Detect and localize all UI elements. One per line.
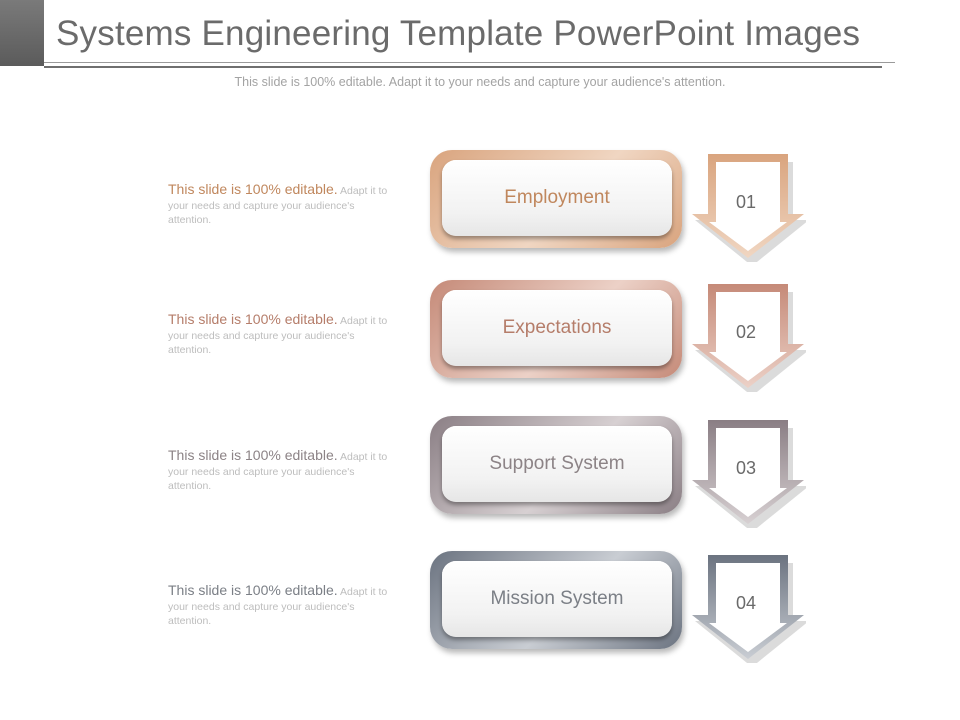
step-number: 01 <box>735 192 757 212</box>
step-row-1: This slide is 100% editable. Adapt it to… <box>0 150 960 262</box>
step-label-box: Expectations <box>442 290 672 366</box>
step-description-lead: This slide is 100% editable. <box>168 447 338 463</box>
step-description: This slide is 100% editable. Adapt it to… <box>168 448 400 494</box>
slide-subtitle: This slide is 100% editable. Adapt it to… <box>234 75 726 89</box>
title-rule-thick <box>44 66 882 68</box>
step-description-rest: Adapt it to your needs and capture your … <box>168 185 388 226</box>
title-rule-thin <box>44 62 895 63</box>
step-description-lead: This slide is 100% editable. <box>168 181 338 197</box>
step-description-lead: This slide is 100% editable. <box>168 311 338 327</box>
step-number: 03 <box>735 458 757 478</box>
step-label: Mission System <box>490 588 624 609</box>
step-description-lead: This slide is 100% editable. <box>168 582 338 598</box>
step-description-rest: Adapt it to your needs and capture your … <box>168 315 388 356</box>
step-row-3: This slide is 100% editable. Adapt it to… <box>0 416 960 528</box>
step-description-rest: Adapt it to your needs and capture your … <box>168 586 388 627</box>
step-label: Expectations <box>502 317 612 338</box>
down-arrow-icon <box>692 420 806 528</box>
step-number: 02 <box>735 322 757 342</box>
down-arrow-icon <box>692 154 806 262</box>
down-arrow-icon <box>692 555 806 663</box>
down-arrow-icon <box>692 284 806 392</box>
corner-accent-block <box>0 0 44 66</box>
step-label-box: Mission System <box>442 561 672 637</box>
slide-title: Systems Engineering Template PowerPoint … <box>56 14 861 53</box>
step-row-2: This slide is 100% editable. Adapt it to… <box>0 280 960 392</box>
step-description: This slide is 100% editable. Adapt it to… <box>168 583 400 629</box>
step-description: This slide is 100% editable. Adapt it to… <box>168 312 400 358</box>
step-description: This slide is 100% editable. Adapt it to… <box>168 182 400 228</box>
step-label: Employment <box>504 187 610 208</box>
step-number: 04 <box>735 593 757 613</box>
step-label: Support System <box>489 453 625 474</box>
step-description-rest: Adapt it to your needs and capture your … <box>168 451 388 492</box>
step-row-4: This slide is 100% editable. Adapt it to… <box>0 551 960 663</box>
step-label-box: Support System <box>442 426 672 502</box>
step-label-box: Employment <box>442 160 672 236</box>
